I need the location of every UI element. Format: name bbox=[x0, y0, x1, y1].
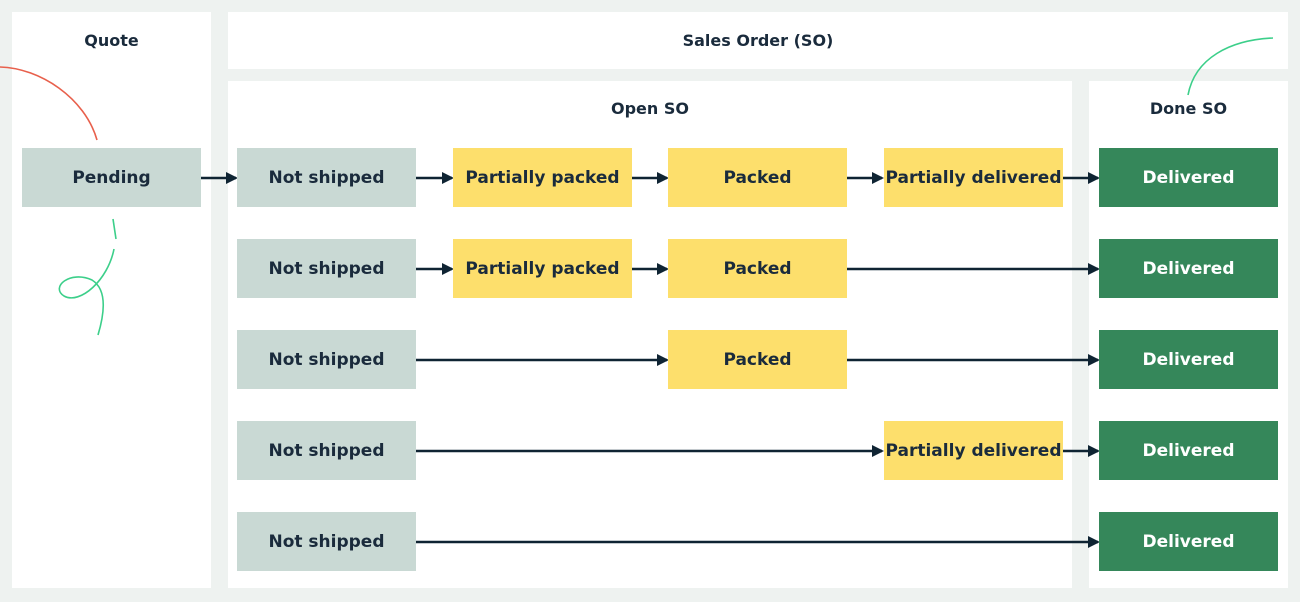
decorative-green-loop bbox=[58, 248, 115, 336]
decorative-green-curve-top bbox=[1187, 37, 1274, 96]
row2-packed-box: Packed bbox=[668, 239, 847, 298]
sales-order-header-panel bbox=[228, 12, 1288, 69]
row2-not-shipped-box: Not shipped bbox=[237, 239, 416, 298]
row1-partially-delivered-box: Partially delivered bbox=[884, 148, 1063, 207]
quote-column bbox=[12, 12, 211, 588]
row4-partially-delivered-box: Partially delivered bbox=[884, 421, 1063, 480]
row3-packed-box: Packed bbox=[668, 330, 847, 389]
row3-delivered-box: Delivered bbox=[1099, 330, 1278, 389]
row2-partially-packed-box: Partially packed bbox=[453, 239, 632, 298]
row2-delivered-box: Delivered bbox=[1099, 239, 1278, 298]
pending-box: Pending bbox=[22, 148, 201, 207]
quote-header: Quote bbox=[84, 31, 139, 50]
row1-delivered-box: Delivered bbox=[1099, 148, 1278, 207]
row5-delivered-box: Delivered bbox=[1099, 512, 1278, 571]
row4-delivered-box: Delivered bbox=[1099, 421, 1278, 480]
row1-not-shipped-box: Not shipped bbox=[237, 148, 416, 207]
decorative-red-curve bbox=[0, 66, 98, 141]
done-so-header: Done SO bbox=[1149, 99, 1228, 118]
row1-partially-packed-box: Partially packed bbox=[453, 148, 632, 207]
decorative-green-dash bbox=[112, 218, 117, 240]
row1-packed-box: Packed bbox=[668, 148, 847, 207]
row4-not-shipped-box: Not shipped bbox=[237, 421, 416, 480]
sales-order-header: Sales Order (SO) bbox=[682, 31, 834, 50]
row3-not-shipped-box: Not shipped bbox=[237, 330, 416, 389]
row5-not-shipped-box: Not shipped bbox=[237, 512, 416, 571]
open-so-header: Open SO bbox=[611, 99, 689, 118]
